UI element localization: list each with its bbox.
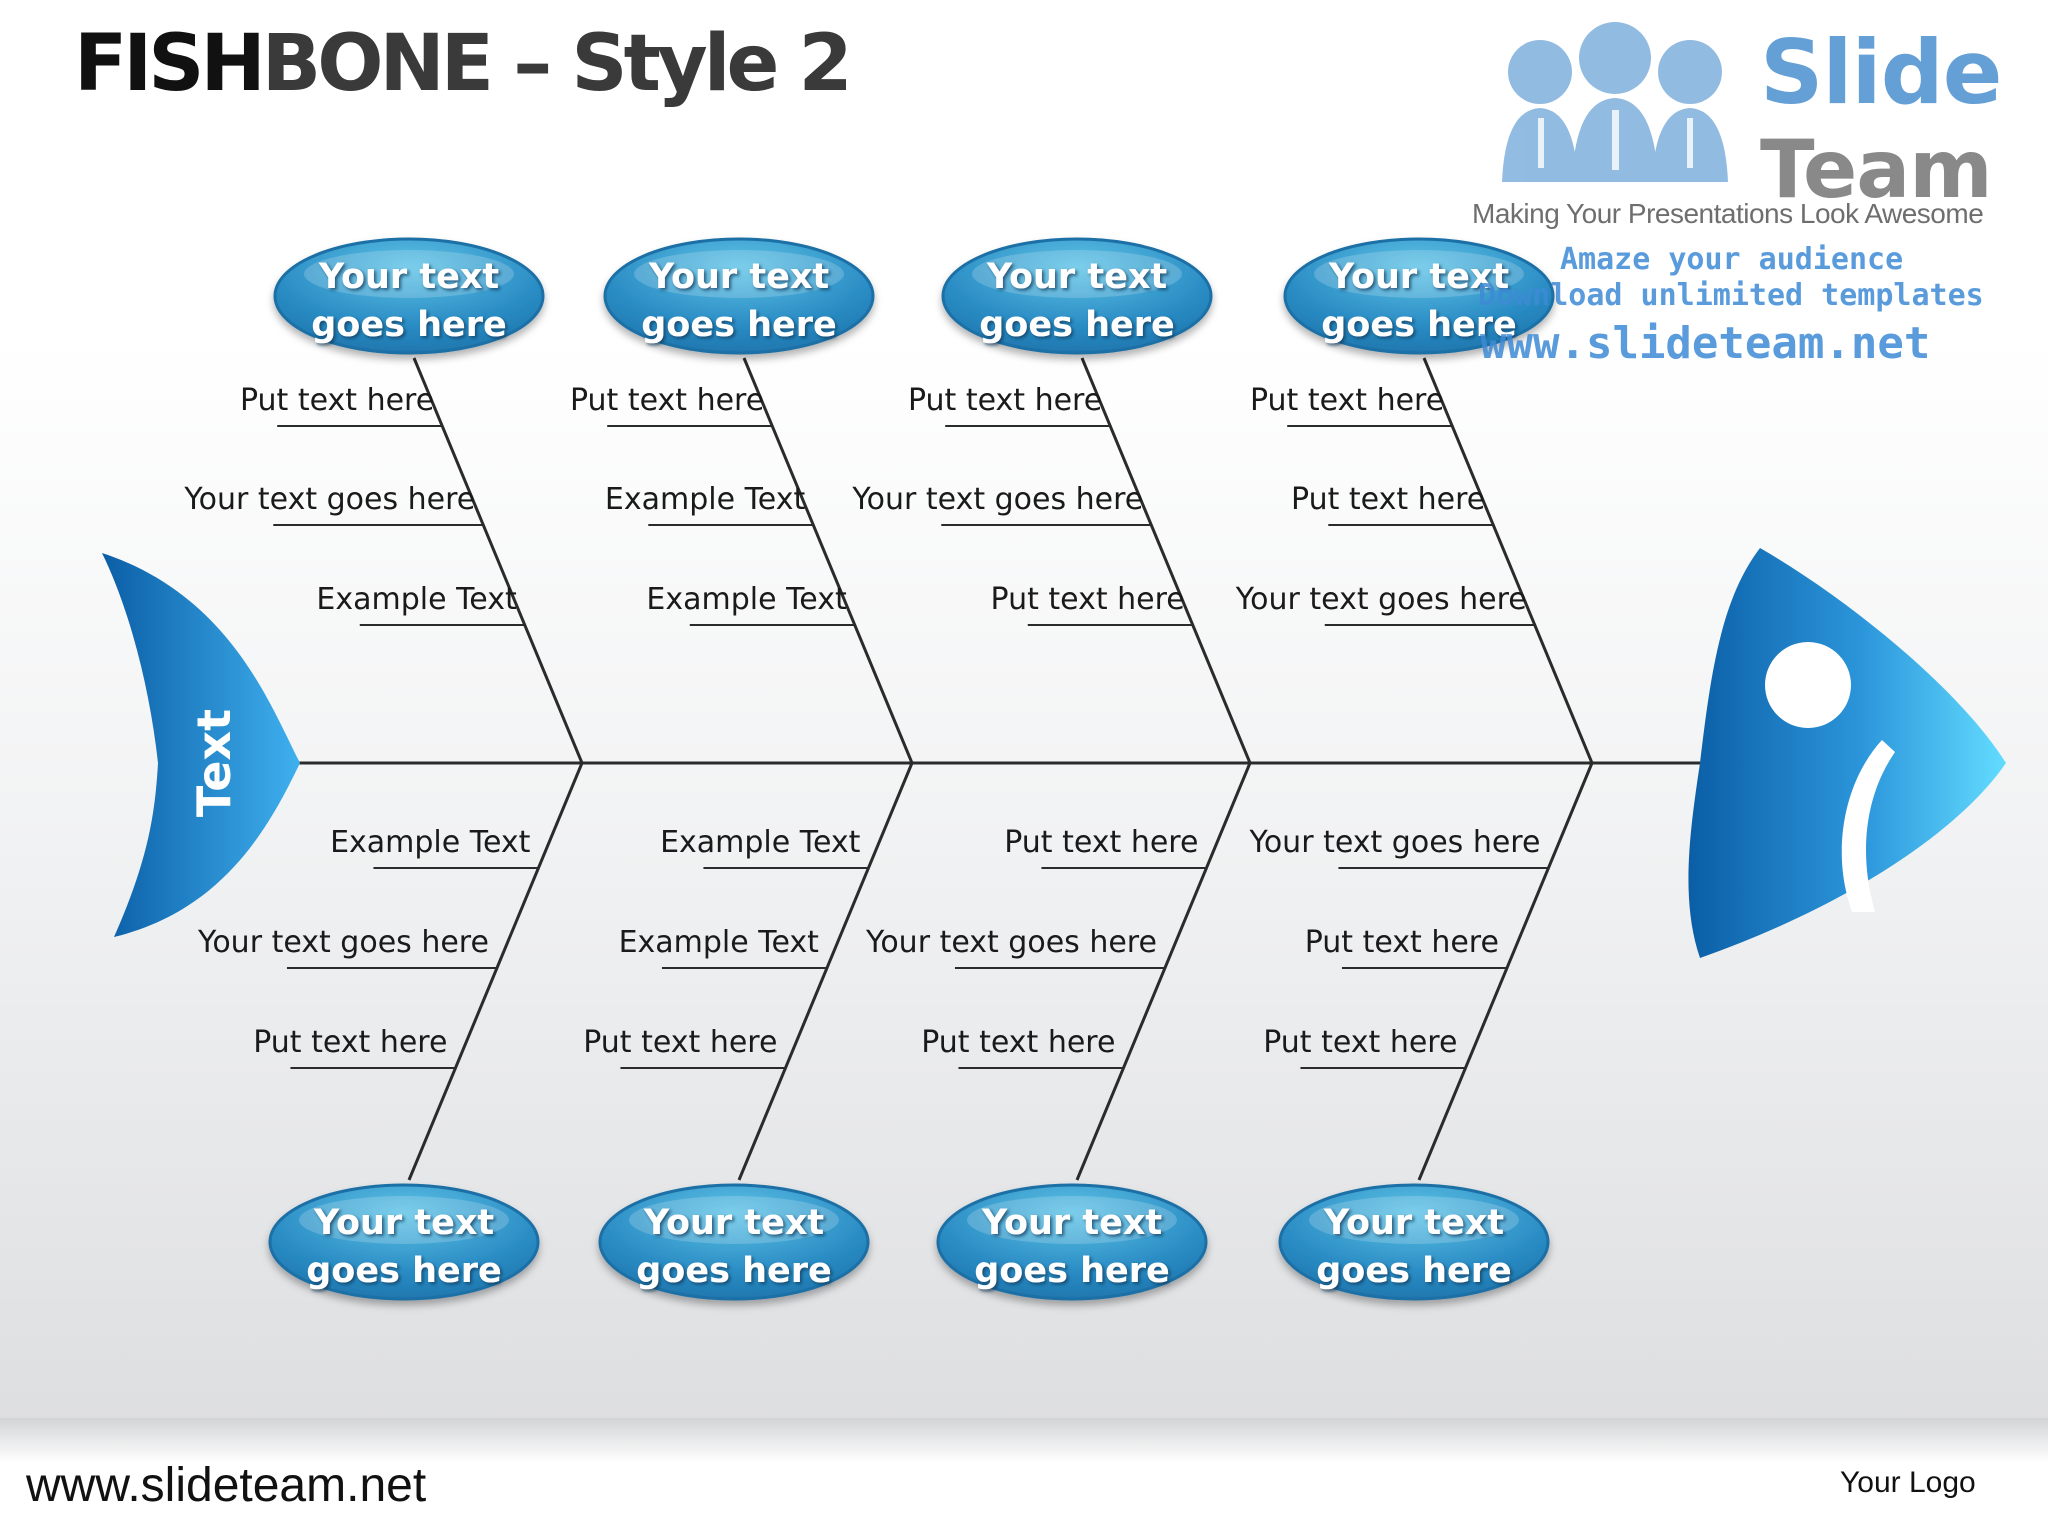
- slide-title: FISHBONE – Style 2: [74, 18, 853, 112]
- bubble-highlight: [634, 250, 844, 298]
- branch-label: Put text here: [921, 1025, 1115, 1060]
- bubble-text-line2: goes here: [311, 305, 507, 345]
- bubble-highlight: [972, 250, 1182, 298]
- watermark-url: www.slideteam.net: [1480, 318, 1931, 369]
- bubble-highlight: [304, 250, 514, 298]
- bubble-highlight: [967, 1196, 1177, 1244]
- tail-label: Text: [187, 709, 241, 817]
- watermark-download: Download unlimited templates: [1478, 278, 1984, 313]
- footer-logo-text: Your Logo: [1840, 1466, 1976, 1499]
- slideteam-people-icon: [1502, 22, 1728, 182]
- bubble-text-line1: Your text: [986, 257, 1167, 297]
- watermark-brand-slide: Slide: [1760, 21, 2002, 124]
- bone-rib: [407, 762, 584, 1181]
- branch-label: Example Text: [605, 482, 806, 517]
- branch-label: Example Text: [660, 825, 861, 860]
- branch-label: Put text here: [1305, 925, 1499, 960]
- branch-label: Example Text: [316, 582, 517, 617]
- bubble-text-line2: goes here: [1316, 1251, 1512, 1291]
- footer-url: www.slideteam.net: [26, 1459, 427, 1512]
- title-part-fish: FISH: [74, 19, 266, 109]
- cause-bubble: [273, 237, 545, 355]
- branch-label: Your text goes here: [1235, 582, 1527, 617]
- cause-bubble: [603, 237, 875, 355]
- cause-bubble: [268, 1183, 540, 1301]
- bubble-text-line2: goes here: [641, 305, 837, 345]
- bubble-text-line2: goes here: [636, 1251, 832, 1291]
- branch-label: Put text here: [1291, 482, 1485, 517]
- bubble-highlight: [1309, 1196, 1519, 1244]
- bubble-text-line2: goes here: [979, 305, 1175, 345]
- branch-label: Example Text: [646, 582, 847, 617]
- bone-rib: [1080, 357, 1252, 764]
- bubble-text-line2: goes here: [306, 1251, 502, 1291]
- branch-label: Your text goes here: [1248, 825, 1540, 860]
- branch-label: Put text here: [240, 383, 434, 418]
- branch-label: Put text here: [570, 383, 764, 418]
- bone-rib: [1075, 762, 1252, 1181]
- fish-tail: [102, 553, 300, 937]
- cause-bubble: [1283, 237, 1555, 355]
- cause-bubble: [1278, 1183, 1550, 1301]
- cause-bubble: [936, 1183, 1208, 1301]
- bubble-text-line1: Your text: [313, 1203, 494, 1243]
- bubble-text-line1: Your text: [318, 257, 499, 297]
- branch-label: Your text goes here: [851, 482, 1143, 517]
- title-part-rest: BONE – Style 2: [261, 19, 853, 109]
- bone-rib: [1422, 357, 1594, 764]
- branch-label: Put text here: [583, 1025, 777, 1060]
- bubble-text-line2: goes here: [974, 1251, 1170, 1291]
- branch-label: Your text goes here: [183, 482, 475, 517]
- bone-rib: [1417, 762, 1594, 1181]
- cause-bubble: [598, 1183, 870, 1301]
- bubble-text-line1: Your text: [1323, 1203, 1504, 1243]
- fish-head: [1688, 548, 2006, 958]
- branch-label: Put text here: [1004, 825, 1198, 860]
- bubble-text-line1: Your text: [648, 257, 829, 297]
- branch-label: Your text goes here: [197, 925, 489, 960]
- bubble-text-line1: Your text: [643, 1203, 824, 1243]
- branch-label: Example Text: [619, 925, 820, 960]
- watermark-brand-team: Team: [1760, 123, 1993, 216]
- watermark-tagline: Making Your Presentations Look Awesome: [1472, 198, 1984, 229]
- branch-label: Your text goes here: [865, 925, 1157, 960]
- branch-label: Put text here: [253, 1025, 447, 1060]
- branch-label: Put text here: [1250, 383, 1444, 418]
- fish-eye: [1765, 642, 1851, 728]
- branch-label: Put text here: [991, 582, 1185, 617]
- branch-label: Put text here: [1263, 1025, 1457, 1060]
- fish-gill: [1841, 740, 1895, 912]
- branch-label: Put text here: [908, 383, 1102, 418]
- bubble-highlight: [299, 1196, 509, 1244]
- branch-label: Example Text: [330, 825, 531, 860]
- bubble-text-line1: Your text: [981, 1203, 1162, 1243]
- bubble-highlight: [629, 1196, 839, 1244]
- bone-rib: [742, 357, 914, 764]
- bone-rib: [737, 762, 914, 1181]
- footer-bar: [0, 1418, 2048, 1536]
- cause-bubble: [941, 237, 1213, 355]
- bubble-text-line1: Your text: [1328, 257, 1509, 297]
- bone-rib: [412, 357, 584, 764]
- bubble-highlight: [1314, 250, 1524, 298]
- bubble-text-line2: goes here: [1321, 305, 1517, 345]
- watermark-amaze: Amaze your audience: [1560, 242, 1904, 277]
